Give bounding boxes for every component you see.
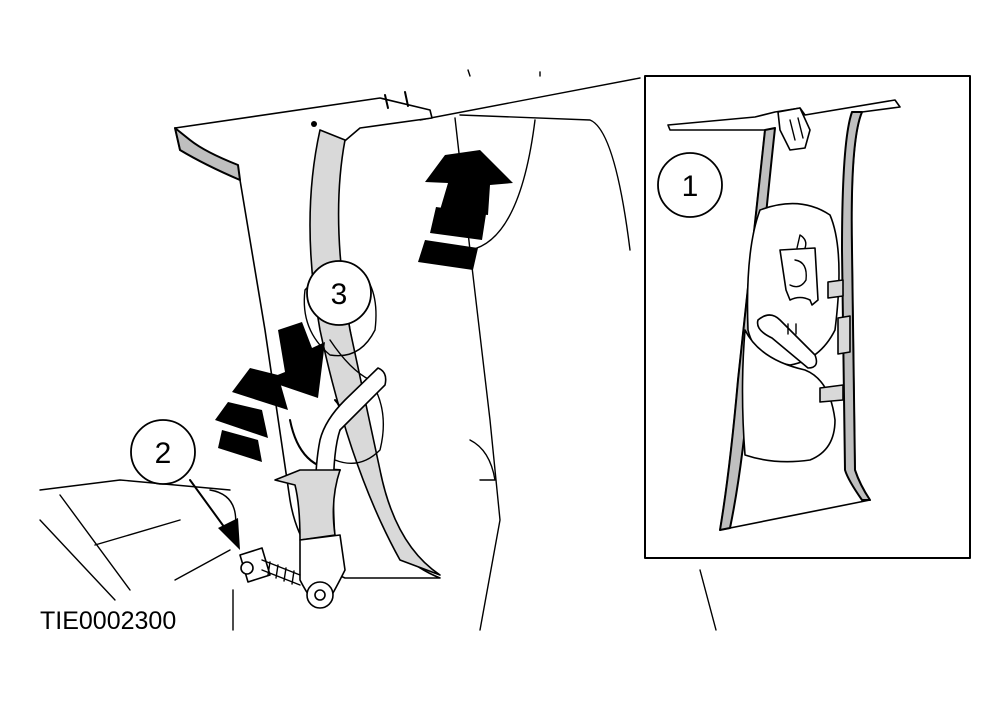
- callout-1: 1: [657, 152, 723, 218]
- callout-2-label: 2: [155, 437, 172, 470]
- callout-2: 2: [130, 419, 196, 485]
- callout-1-label: 1: [682, 170, 699, 203]
- detail-inset: [644, 75, 971, 559]
- callout-2-arrowhead: [218, 518, 240, 550]
- reference-code: TIE0002300: [40, 607, 176, 635]
- callout-3: 3: [306, 260, 372, 326]
- callout-3-label: 3: [331, 278, 348, 311]
- removal-arrows-lower: [215, 322, 325, 462]
- removal-arrows-upper: [418, 150, 513, 270]
- seat-belt-anchor: [239, 367, 387, 609]
- anchor-bolt: [239, 547, 301, 586]
